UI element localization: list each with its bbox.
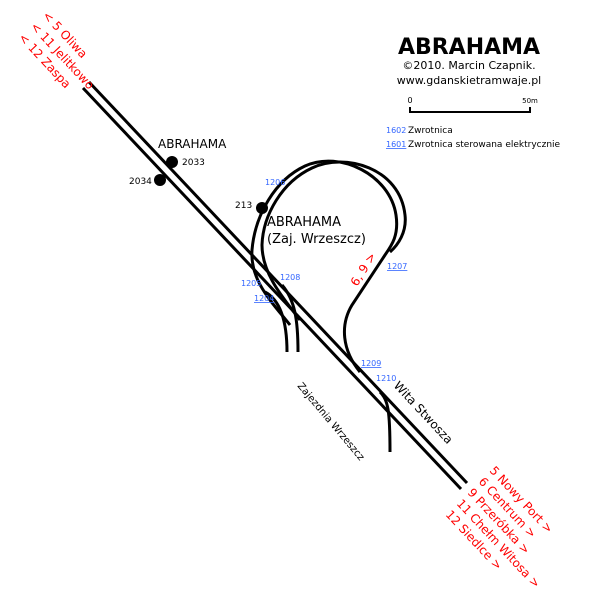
- scale-bar: [409, 107, 531, 113]
- copyright: ©2010. Marcin Czapnik.: [402, 59, 535, 72]
- stop-subtitle-depot: (Zaj. Wrzeszcz): [267, 232, 366, 247]
- scale-end: 50m: [522, 97, 538, 105]
- street-zajezdnia-wrzeszcz: Zajezdnia Wrzeszcz: [295, 381, 366, 463]
- legend-code-2: 1601: [386, 140, 406, 149]
- legend-label-1: Zwrotnica: [408, 126, 453, 136]
- loop-track-inner: [250, 159, 399, 373]
- website: www.gdanskietramwaje.pl: [397, 74, 541, 87]
- platform-2034: 2034: [129, 177, 152, 187]
- loop-track-outer: [260, 160, 407, 321]
- platform-213: 213: [235, 201, 252, 211]
- stop-name-abrahama: ABRAHAMA: [158, 137, 227, 151]
- switch-1210: 1210: [376, 374, 396, 383]
- legend-label-2: Zwrotnica sterowana elektrycznie: [408, 140, 561, 150]
- stop-2033: [166, 156, 178, 168]
- legend-code-1: 1602: [386, 126, 406, 135]
- stop-2034: [154, 174, 166, 186]
- stop-213: [256, 202, 268, 214]
- switch-1207: 1207: [387, 262, 407, 271]
- switch-1206: 1206: [265, 178, 285, 187]
- switch-1208: 1208: [280, 273, 300, 282]
- main-track-east: [87, 80, 469, 485]
- switch-1204: 1204: [254, 294, 274, 303]
- platform-2033: 2033: [182, 158, 205, 168]
- main-track-west: [81, 86, 463, 491]
- stop-name-depot: ABRAHAMA: [267, 215, 341, 230]
- depot-track-2: [280, 284, 300, 353]
- page-title: ABRAHAMA: [398, 35, 540, 60]
- scale-start: 0: [407, 96, 412, 105]
- switch-1209: 1209: [361, 359, 381, 368]
- depot-track-3: [378, 390, 392, 453]
- switch-1205: 1205: [241, 279, 261, 288]
- depot-track-1: [264, 290, 289, 353]
